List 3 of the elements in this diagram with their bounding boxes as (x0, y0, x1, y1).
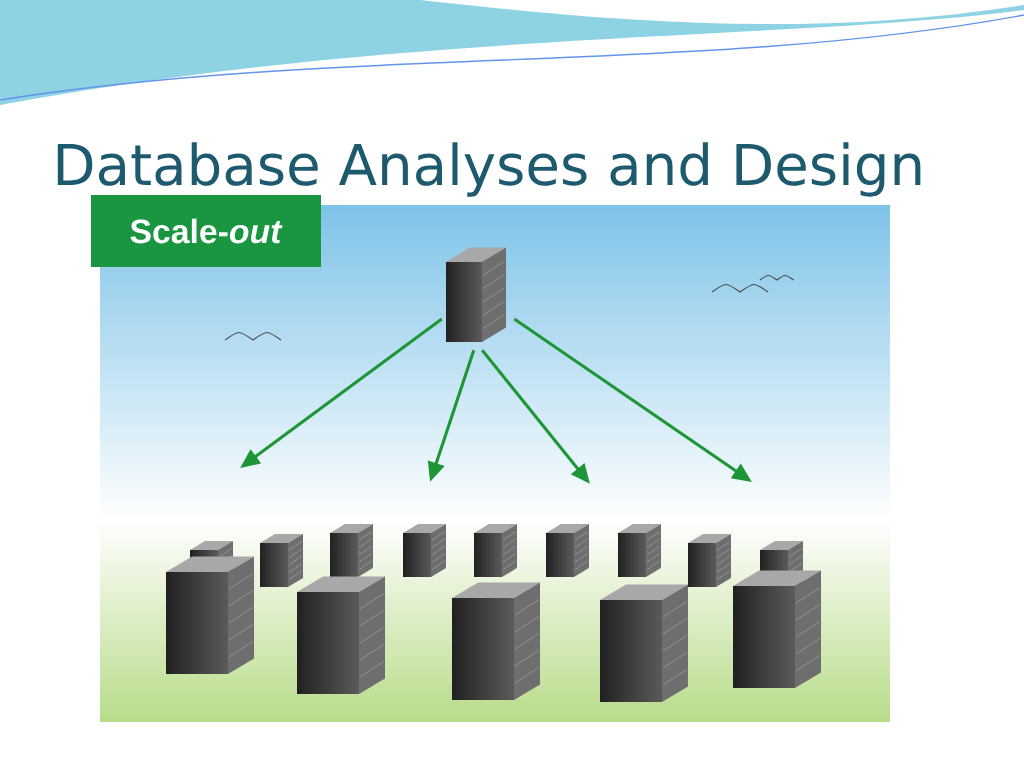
slide-title: Database Analyses and Design (57, 142, 921, 197)
server-picture (446, 247, 506, 342)
scale-out-badge: Scale-out (91, 195, 321, 267)
